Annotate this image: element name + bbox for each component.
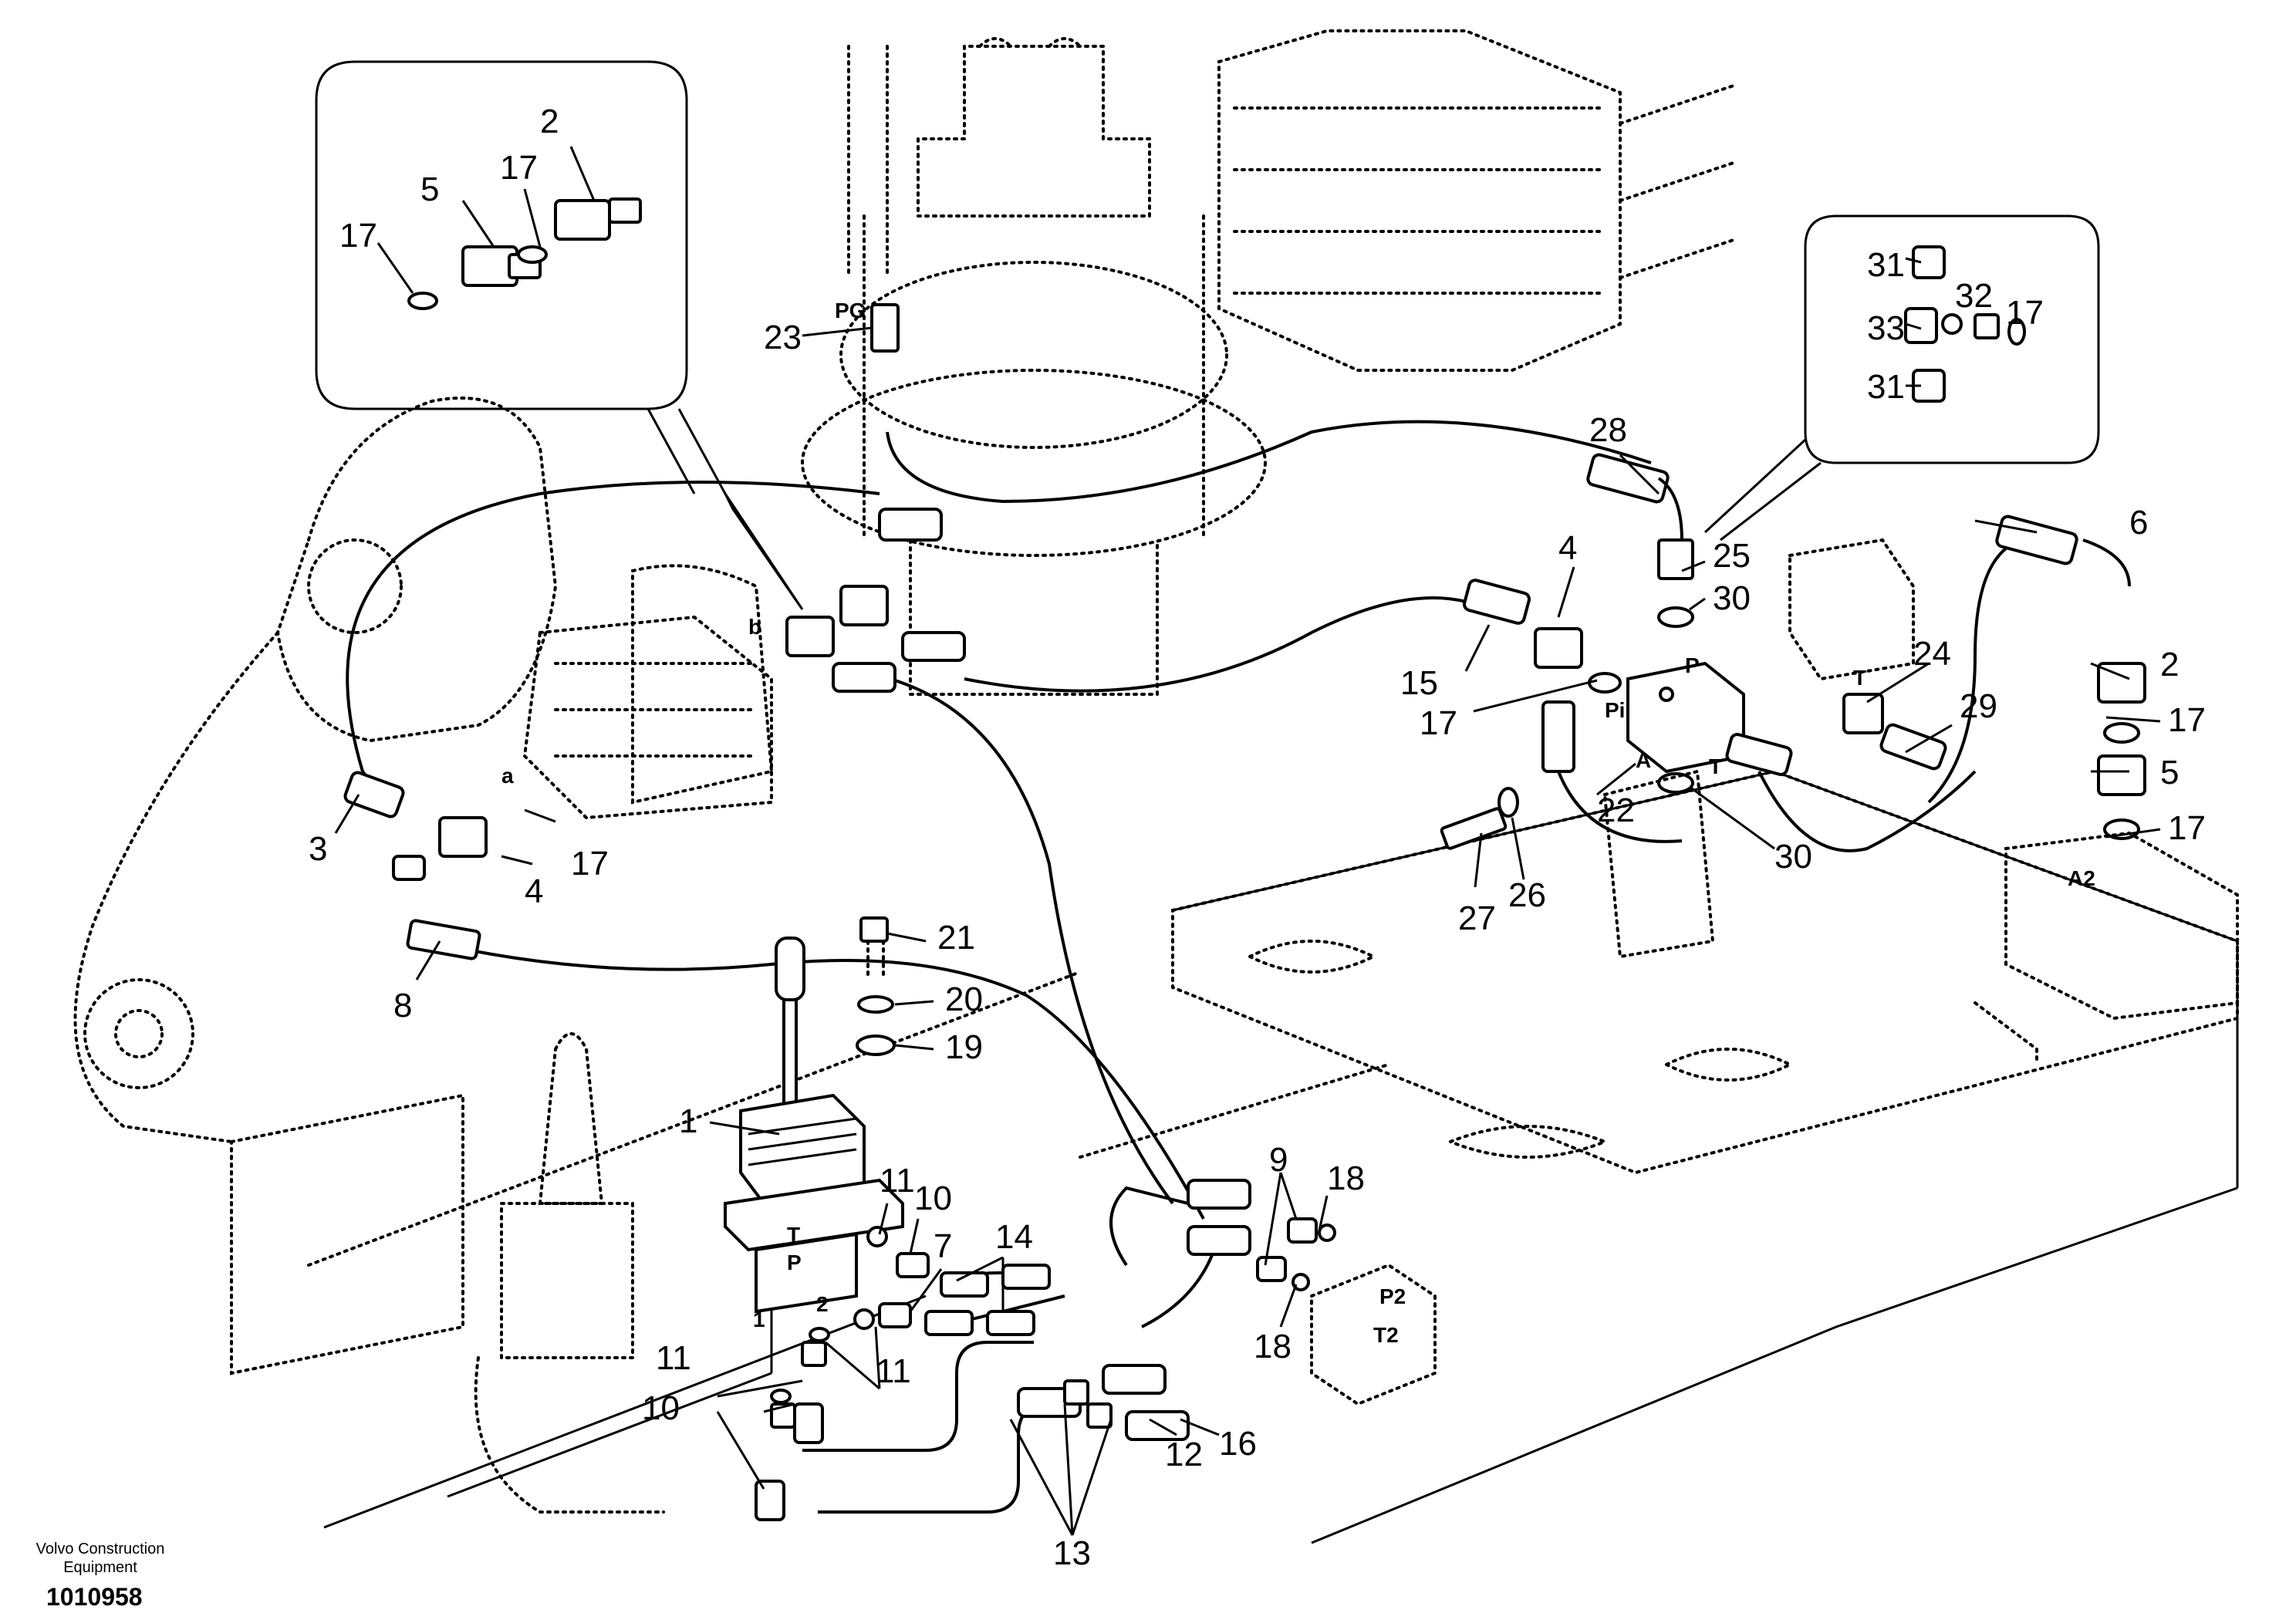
callout-19: 19	[945, 1028, 983, 1066]
company-name-line1: Volvo Construction	[35, 1541, 165, 1558]
callout-32: 32	[1955, 277, 1993, 315]
callout-31: 31	[1867, 246, 1905, 284]
callout-17: 17	[500, 149, 538, 187]
callout-20: 20	[945, 980, 983, 1018]
callout-22: 22	[1597, 791, 1635, 829]
valve-port-1: 1	[753, 1308, 765, 1331]
callout-9: 9	[1269, 1141, 1288, 1179]
company-name-line2: Equipment	[63, 1559, 137, 1576]
callout-5: 5	[2160, 754, 2179, 791]
port-label-t: T	[1709, 754, 1722, 778]
callout-8: 8	[393, 987, 412, 1024]
callout-31: 31	[1867, 368, 1905, 406]
callout-24: 24	[1913, 635, 1951, 673]
callout-16: 16	[1219, 1425, 1257, 1463]
port-labels: PG b a P Pi A T T A2 P2 T2 T P 1 2	[501, 299, 2095, 1347]
callout-10: 10	[642, 1389, 680, 1427]
callout-17: 17	[1420, 704, 1457, 742]
callout-15: 15	[1400, 664, 1438, 702]
callout-5: 5	[420, 170, 439, 208]
port-label-t-top: T	[1853, 666, 1866, 690]
callout-28: 28	[1589, 411, 1627, 449]
callout-25: 25	[1713, 537, 1751, 575]
callout-4: 4	[1558, 529, 1577, 567]
inset-detail-left	[315, 60, 804, 610]
callout-30: 30	[1774, 838, 1812, 876]
callout-17: 17	[2168, 809, 2206, 847]
port-label-a: A	[1636, 748, 1651, 772]
port-label-p: P	[1685, 653, 1700, 677]
callout-10: 10	[914, 1180, 952, 1217]
port-label-b: b	[748, 615, 761, 639]
port-label-a2: A2	[2068, 866, 2095, 890]
inset-detail-right	[1703, 214, 2100, 542]
machine-frame-outline	[73, 29, 2239, 1514]
callout-29: 29	[1960, 687, 1997, 725]
callout-18: 18	[1254, 1328, 1292, 1365]
valve-port-p: P	[787, 1250, 802, 1274]
port-label-pi: Pi	[1605, 698, 1625, 722]
drawing-number: 1010958	[46, 1583, 143, 1611]
callout-4: 4	[525, 872, 543, 910]
callout-12: 12	[1165, 1436, 1203, 1473]
callout-11: 11	[876, 1352, 911, 1390]
callout-11: 11	[656, 1339, 691, 1377]
fittings	[343, 303, 2239, 1066]
callout-2: 2	[2160, 646, 2179, 683]
hose-lines	[346, 420, 2131, 1514]
callout-17: 17	[339, 217, 377, 255]
callout-13: 13	[1053, 1534, 1091, 1572]
callout-7: 7	[934, 1227, 952, 1265]
port-label-a-small: a	[501, 764, 514, 788]
callout-26: 26	[1508, 876, 1546, 914]
callout-17: 17	[2006, 294, 2044, 332]
callout-14: 14	[995, 1218, 1033, 1256]
callout-30: 30	[1713, 579, 1751, 617]
callout-1: 1	[679, 1102, 697, 1140]
port-label-pg: PG	[835, 299, 866, 322]
valve-port-t: T	[787, 1223, 800, 1247]
callout-23: 23	[764, 319, 802, 356]
footer-company: Volvo Construction Equipment	[23, 1540, 177, 1577]
callout-6: 6	[2129, 504, 2148, 542]
callout-17: 17	[2168, 701, 2206, 739]
port-label-p2: P2	[1379, 1284, 1406, 1308]
leader-lines	[334, 146, 2161, 1536]
callout-21: 21	[937, 919, 975, 957]
callout-27: 27	[1458, 899, 1496, 937]
callout-3: 3	[309, 830, 327, 868]
callout-2: 2	[540, 103, 559, 140]
callout-18: 18	[1327, 1159, 1365, 1197]
port-label-t2: T2	[1373, 1323, 1399, 1347]
callout-numbers: 17 5 17 2 23 28 4 25 30 15 17 22 30 27 2…	[309, 103, 2206, 1572]
callout-17: 17	[571, 845, 609, 883]
screw-and-washers	[856, 916, 896, 1056]
valve-port-2: 2	[816, 1292, 829, 1316]
lower-fittings	[755, 1179, 1437, 1521]
callout-11: 11	[880, 1162, 915, 1200]
callout-33: 33	[1867, 309, 1905, 347]
pilot-valve-joystick	[724, 937, 904, 1314]
